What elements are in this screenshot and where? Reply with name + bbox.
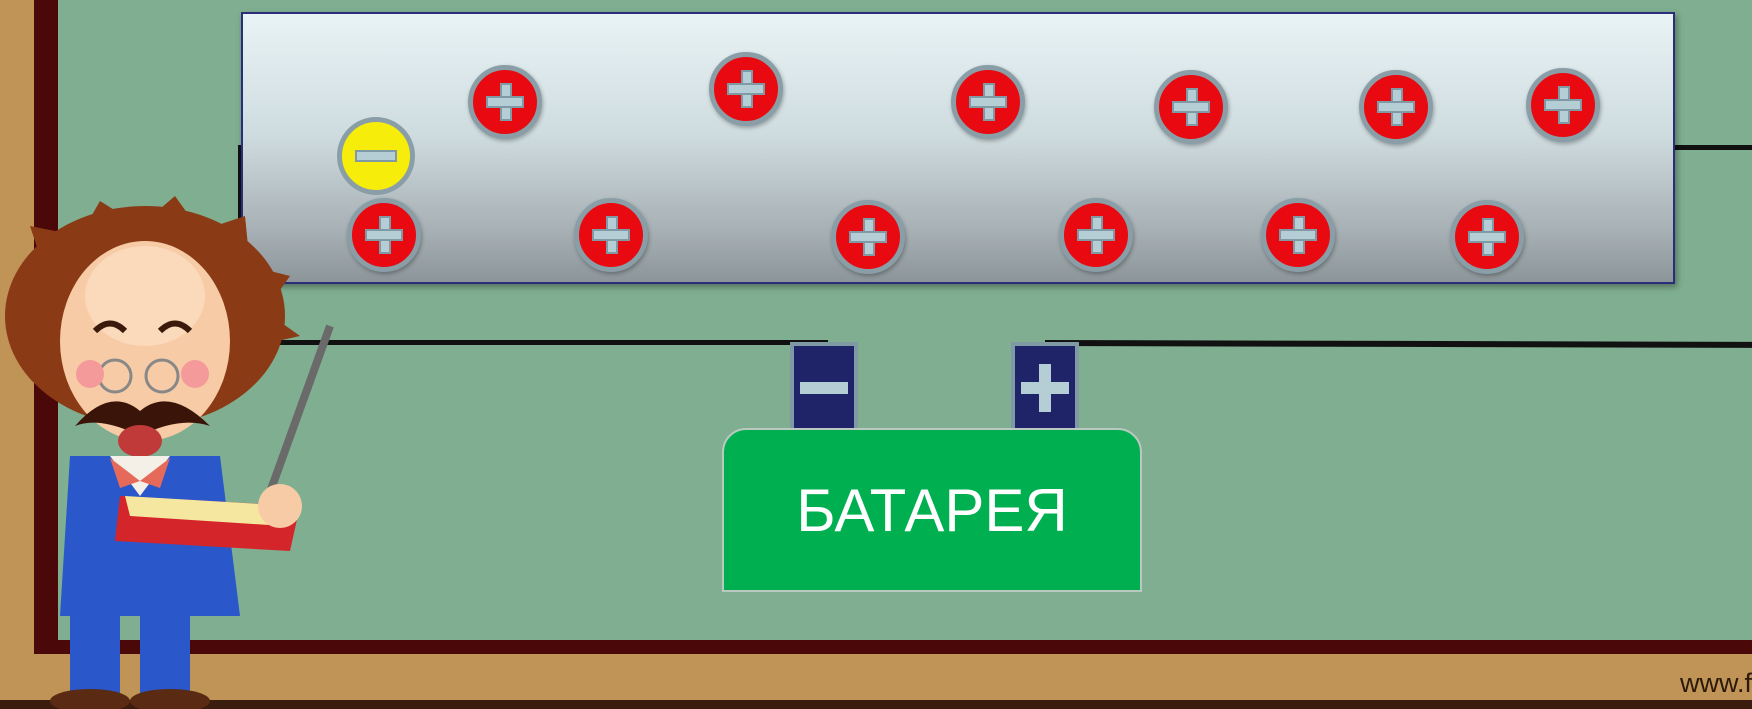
positive-ion bbox=[1526, 68, 1600, 142]
plus-icon bbox=[969, 83, 1007, 121]
wire-bottom-left bbox=[238, 340, 828, 345]
battery: БАТАРЕЯ bbox=[722, 428, 1142, 592]
positive-ion bbox=[574, 198, 648, 272]
positive-ion bbox=[468, 65, 542, 139]
positive-ion bbox=[1059, 198, 1133, 272]
website-url: www.f bbox=[1679, 668, 1752, 698]
positive-ion bbox=[1359, 70, 1433, 144]
teacher-illustration bbox=[5, 196, 334, 709]
plus-icon bbox=[1544, 86, 1582, 124]
wire-right-top bbox=[1672, 145, 1752, 150]
plus-icon bbox=[1021, 364, 1069, 412]
plus-icon bbox=[1279, 216, 1317, 254]
positive-ion bbox=[951, 65, 1025, 139]
plus-icon bbox=[1077, 216, 1115, 254]
minus-icon bbox=[800, 382, 848, 394]
positive-ion bbox=[1261, 198, 1335, 272]
minus-icon bbox=[355, 150, 397, 162]
positive-ion bbox=[347, 198, 421, 272]
positive-ion bbox=[1450, 200, 1524, 274]
electron bbox=[337, 117, 415, 195]
conductor bbox=[241, 12, 1675, 284]
plus-icon bbox=[365, 216, 403, 254]
battery-positive-terminal bbox=[1011, 342, 1079, 434]
plus-icon bbox=[592, 216, 630, 254]
positive-ion bbox=[831, 200, 905, 274]
battery-label: БАТАРЕЯ bbox=[796, 476, 1068, 544]
positive-ion bbox=[709, 52, 783, 126]
plus-icon bbox=[1468, 218, 1506, 256]
plus-icon bbox=[727, 70, 765, 108]
positive-ion bbox=[1154, 70, 1228, 144]
plus-icon bbox=[1377, 88, 1415, 126]
plus-icon bbox=[486, 83, 524, 121]
floor-stripe bbox=[0, 700, 1752, 709]
plus-icon bbox=[849, 218, 887, 256]
battery-negative-terminal bbox=[790, 342, 858, 434]
plus-icon bbox=[1172, 88, 1210, 126]
